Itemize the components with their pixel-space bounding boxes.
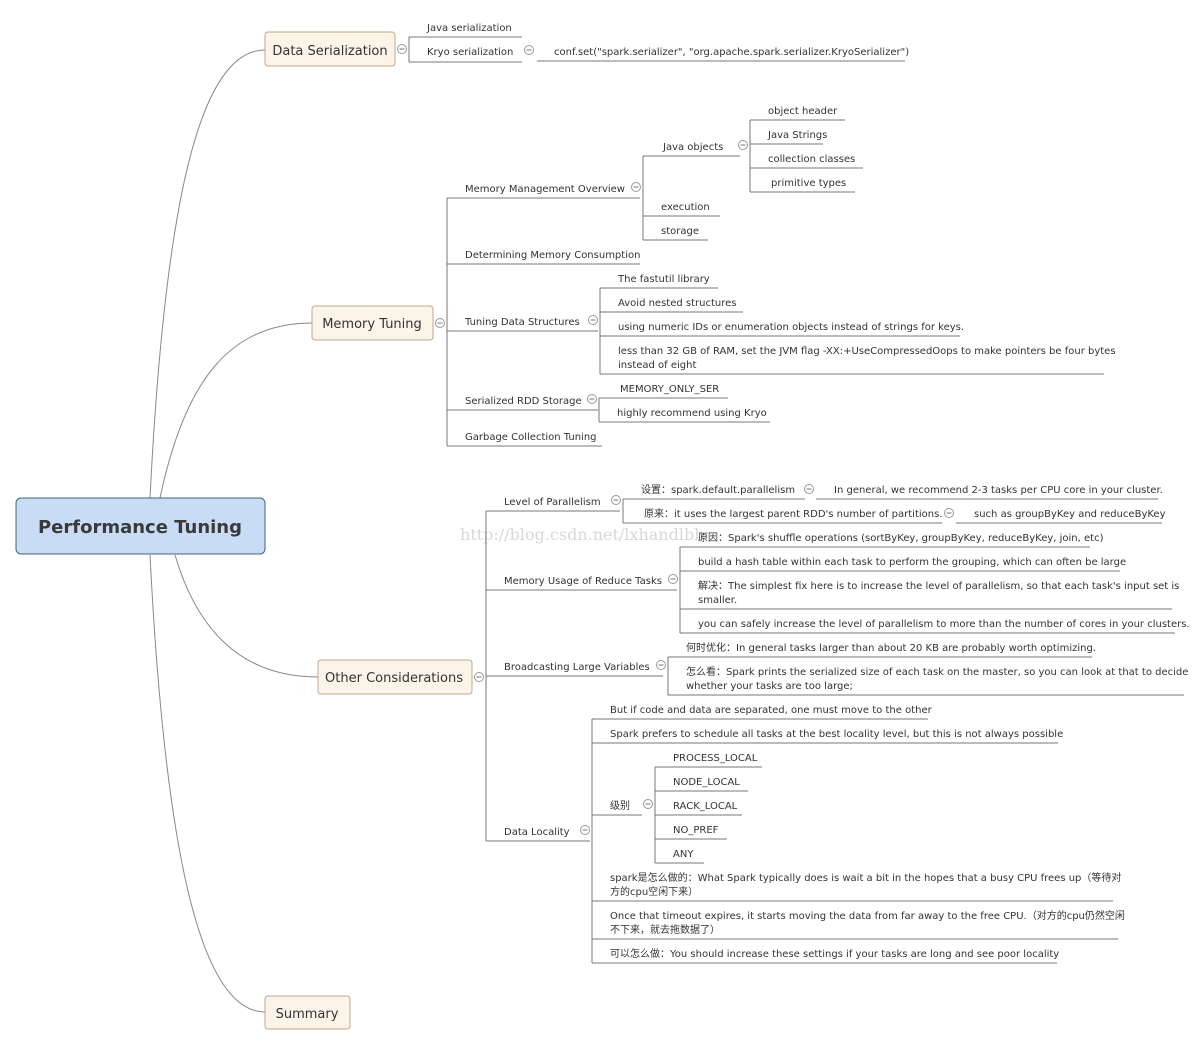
dl-can: 可以怎么做：You should increase these settings… <box>610 947 1059 960</box>
dl-timeout-line-2: 不下来，就去拖数据了） <box>610 923 720 936</box>
serialized-rdd-storage: Serialized RDD Storage <box>465 396 582 407</box>
minus-circle-icon[interactable] <box>587 394 597 404</box>
minus-circle-icon[interactable] <box>580 825 590 835</box>
blv-how-line-2: whether your tasks are too large; <box>686 681 853 692</box>
dl-separated: But if code and data are separated, one … <box>610 705 933 716</box>
lop-set: 设置：spark.default.parallelism <box>641 484 795 496</box>
no-pref: NO_PREF <box>673 825 719 836</box>
broadcasting-large-variables: Broadcasting Large Variables <box>504 662 650 673</box>
minus-circle-icon[interactable] <box>474 672 484 682</box>
ram-note-line-1: less than 32 GB of RAM, set the JVM flag… <box>618 346 1116 357</box>
garbage-collection-tuning: Garbage Collection Tuning <box>465 432 597 443</box>
dl-levels: 级别 <box>610 800 630 812</box>
blv-how-line-1: 怎么看：Spark prints the serialized size of … <box>686 665 1188 678</box>
memory-usage-of-reduce-tasks: Memory Usage of Reduce Tasks <box>504 576 662 587</box>
root-connectors <box>149 49 319 1013</box>
root-label: Performance Tuning <box>38 517 242 538</box>
any: ANY <box>673 849 694 860</box>
java-strings: Java Strings <box>767 130 827 141</box>
kryo-conf: conf.set("spark.serializer", "org.apache… <box>554 47 909 58</box>
node-local: NODE_LOCAL <box>673 777 740 788</box>
branch-other-considerations: Other Considerations Level of Parallelis… <box>317 484 1190 964</box>
minus-circle-icon[interactable] <box>738 140 748 150</box>
minus-circle-icon[interactable] <box>668 574 678 584</box>
lop-orig-note: such as groupByKey and reduceByKey <box>974 509 1166 520</box>
dl-how-line-1: spark是怎么做的：What Spark typically does is … <box>610 871 1121 884</box>
lop-set-note: In general, we recommend 2-3 tasks per C… <box>834 485 1163 496</box>
memory-only-ser: MEMORY_ONLY_SER <box>620 384 719 395</box>
object-header: object header <box>768 106 838 117</box>
summary-label: Summary <box>276 1007 339 1022</box>
minus-circle-icon[interactable] <box>656 660 666 670</box>
minus-circle-icon[interactable] <box>435 318 445 328</box>
mur-hash: build a hash table within each task to p… <box>698 557 1126 568</box>
ram-note-line-2: instead of eight <box>618 360 696 371</box>
highly-recommend-kryo: highly recommend using Kryo <box>617 408 767 419</box>
data-serialization-label: Data Serialization <box>272 44 387 59</box>
fastutil-library: The fastutil library <box>617 274 710 285</box>
minus-circle-icon[interactable] <box>524 45 534 55</box>
process-local: PROCESS_LOCAL <box>673 753 758 764</box>
primitive-types: primitive types <box>771 178 846 189</box>
kryo-serialization: Kryo serialization <box>427 47 513 58</box>
minus-circle-icon[interactable] <box>397 44 407 54</box>
watermark: http://blog.csdn.net/lxhandlbb <box>460 525 704 544</box>
mur-fix-line-1: 解决：The simplest fix here is to increase … <box>698 579 1179 592</box>
level-of-parallelism: Level of Parallelism <box>504 497 601 508</box>
storage: storage <box>661 226 699 237</box>
root-node[interactable]: Performance Tuning <box>15 497 266 555</box>
minus-circle-icon[interactable] <box>611 495 621 505</box>
dl-how-line-2: 方的cpu空闲下来） <box>610 885 698 898</box>
collection-classes: collection classes <box>768 154 855 165</box>
dl-prefers: Spark prefers to schedule all tasks at t… <box>610 729 1063 740</box>
data-serialization-node[interactable]: Data Serialization <box>264 31 396 67</box>
minus-circle-icon[interactable] <box>804 484 814 494</box>
summary-node[interactable]: Summary <box>264 995 351 1030</box>
blv-when: 何时优化：In general tasks larger than about … <box>686 641 1096 654</box>
dl-timeout-line-1: Once that timeout expires, it starts mov… <box>610 909 1125 922</box>
java-serialization: Java serialization <box>426 23 512 34</box>
data-locality: Data Locality <box>504 827 570 838</box>
mur-safe: you can safely increase the level of par… <box>698 619 1190 630</box>
minus-circle-icon[interactable] <box>631 182 641 192</box>
java-objects: Java objects <box>662 142 723 153</box>
memory-management-overview: Memory Management Overview <box>465 184 625 195</box>
minus-circle-icon[interactable] <box>643 799 653 809</box>
mur-reason: 原因：Spark's shuffle operations (sortByKey… <box>698 532 1104 544</box>
lop-orig: 原来：it uses the largest parent RDD's numb… <box>644 508 943 520</box>
other-considerations-node[interactable]: Other Considerations <box>317 659 473 695</box>
mur-fix-line-2: smaller. <box>698 595 737 606</box>
branch-memory-tuning: Memory Tuning Memory Management Overview… <box>311 106 1116 447</box>
other-considerations-label: Other Considerations <box>325 671 463 686</box>
tuning-data-structures: Tuning Data Structures <box>464 317 580 328</box>
memory-tuning-label: Memory Tuning <box>322 317 422 332</box>
determining-memory-consumption: Determining Memory Consumption <box>465 250 640 261</box>
numeric-ids: using numeric IDs or enumeration objects… <box>618 322 964 333</box>
execution: execution <box>661 202 710 213</box>
memory-tuning-node[interactable]: Memory Tuning <box>311 305 434 341</box>
minus-circle-icon[interactable] <box>944 508 954 518</box>
rack-local: RACK_LOCAL <box>673 801 738 812</box>
avoid-nested-structures: Avoid nested structures <box>618 298 737 309</box>
minus-circle-icon[interactable] <box>588 315 598 325</box>
branch-data-serialization: Data Serialization Java serialization Kr… <box>264 23 909 67</box>
